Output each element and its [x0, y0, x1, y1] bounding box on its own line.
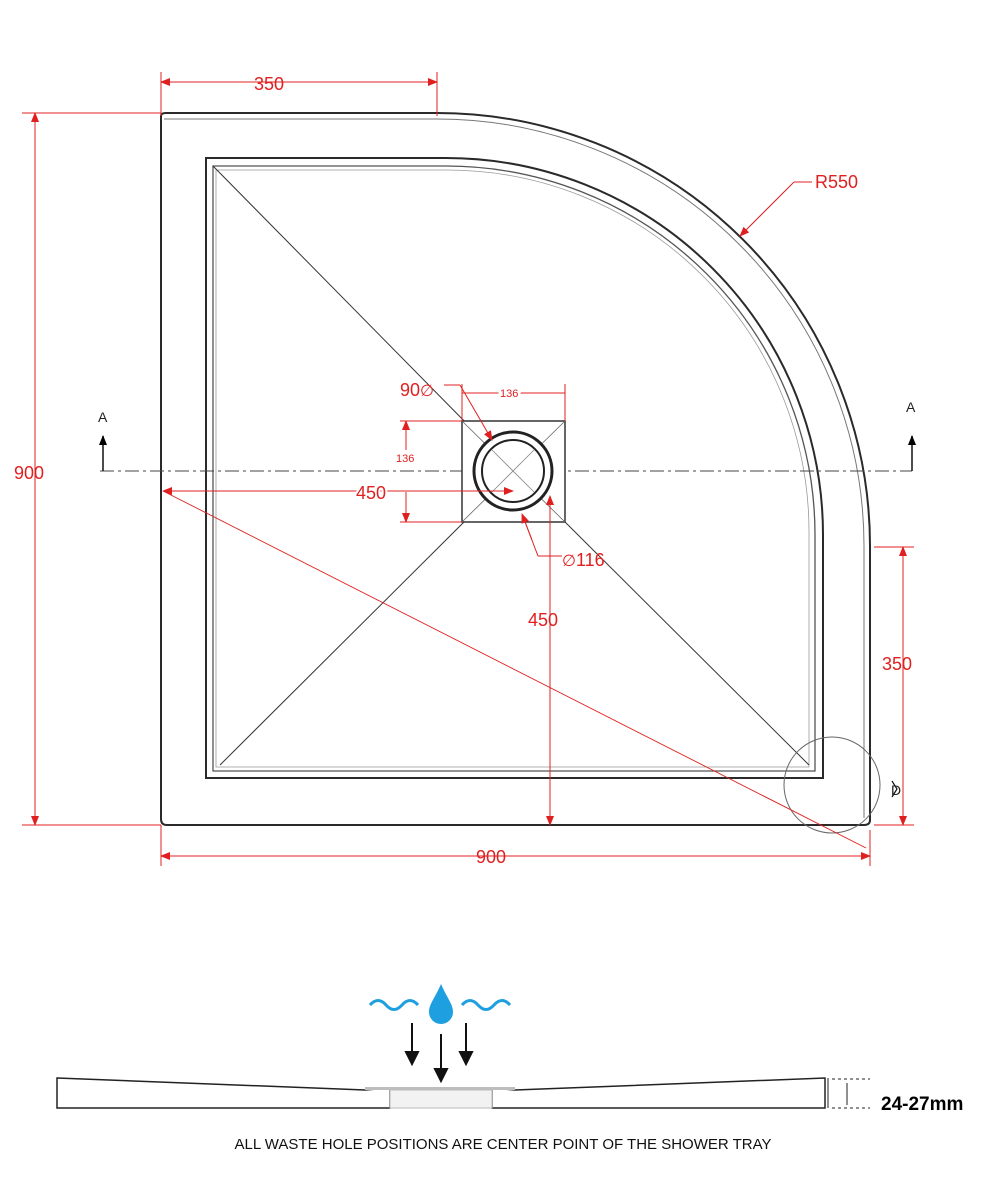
dim-label-radius: R550: [815, 172, 858, 192]
dim-label-top-350: 350: [254, 74, 284, 94]
dim-label-box-width: 136: [500, 388, 518, 400]
tray-outer-outline: [160, 111, 871, 826]
basin-inner-outline-2: [215, 169, 810, 768]
waste-cross-2: [491, 449, 535, 493]
detail-marker-label: D: [891, 782, 901, 798]
dim-label-waste-y: 450: [528, 610, 558, 630]
waste-flange: [365, 1087, 515, 1090]
leader-116-arrow: [521, 513, 533, 541]
dim-label-inner-diameter-value: 90: [400, 380, 420, 400]
detail-circle: [783, 736, 881, 834]
dim-label-bottom-900: 900: [476, 847, 506, 867]
dim-label-right-350: 350: [882, 654, 912, 674]
diameter-symbol-inner: ∅: [420, 383, 434, 400]
diameter-symbol-outer: ∅: [562, 553, 576, 570]
thickness-label: 24-27mm: [881, 1094, 963, 1115]
basin-inner-outline: [212, 165, 816, 772]
dimension-lines: [22, 72, 914, 866]
water-wave-icon-right: [460, 999, 512, 1011]
waste-body: [389, 1089, 493, 1109]
fall-line-top-left: [212, 165, 478, 435]
leader-90: [459, 384, 493, 441]
plan-view: A A D: [98, 111, 916, 834]
down-arrow-icon: [404, 1023, 474, 1084]
waste-inner-ring: [481, 439, 545, 503]
dim-label-inner-diameter: 90∅: [400, 380, 434, 400]
section-label-left: A: [98, 409, 108, 425]
side-view: 24-27mm: [56, 984, 963, 1115]
caption: ALL WASTE HOLE POSITIONS ARE CENTER POIN…: [235, 1136, 772, 1153]
tray-side-profile: [56, 1077, 391, 1109]
dim-label-waste-x: 450: [356, 483, 386, 503]
basin-outline: [205, 157, 824, 779]
dim-label-diameter-value: 116: [576, 550, 605, 570]
fall-line-bottom-right: [554, 511, 810, 766]
water-wave-icon: [368, 999, 420, 1011]
fall-line-bottom-left: [219, 516, 470, 766]
dim-label-diameter: ∅116: [562, 550, 605, 570]
detail-pointer: [891, 780, 898, 798]
dim-label-left-900: 900: [14, 463, 44, 483]
water-drop-icon: [429, 984, 453, 1024]
diagonal-projection-line: [162, 490, 867, 849]
section-label-right: A: [906, 399, 916, 415]
dim-label-box-height: 136: [396, 453, 414, 465]
tray-side-profile-right: [491, 1077, 826, 1109]
tray-outer-outline-edge: [164, 118, 865, 818]
leader-radius: [739, 181, 795, 237]
